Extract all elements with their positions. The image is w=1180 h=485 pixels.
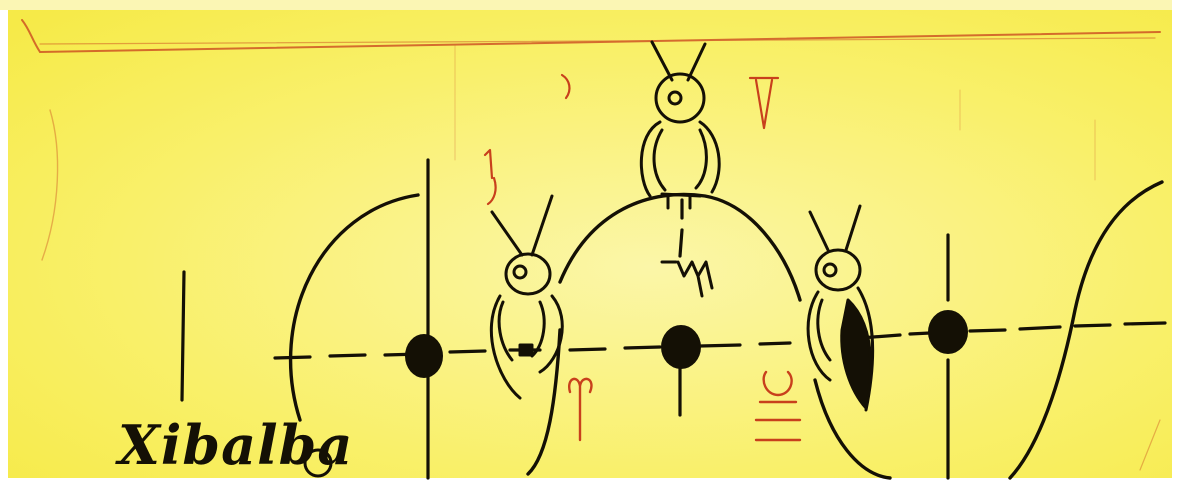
- xibalba-caption: Xibalba: [118, 418, 353, 472]
- paper-background: [8, 8, 1174, 478]
- node-center: [661, 325, 701, 369]
- node-left: [405, 334, 443, 378]
- node-right: [928, 310, 968, 354]
